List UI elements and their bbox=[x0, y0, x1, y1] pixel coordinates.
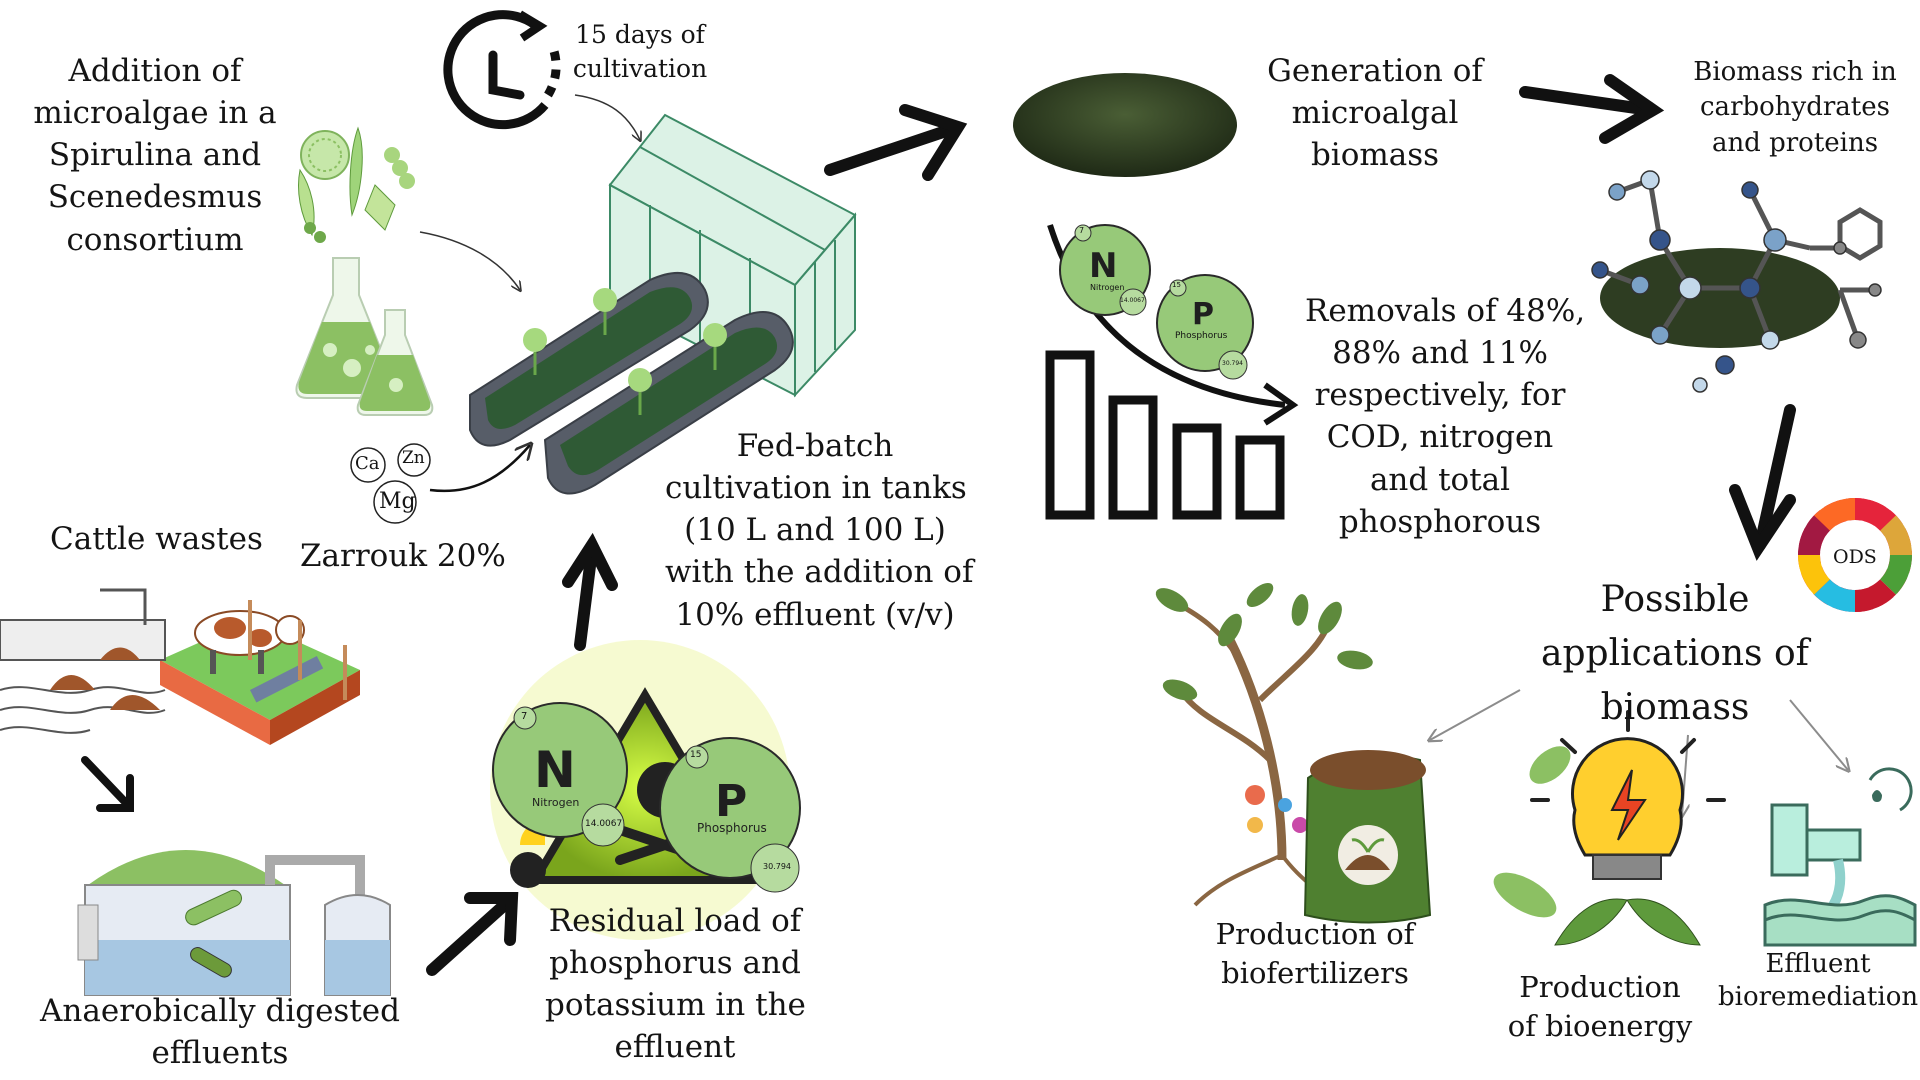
mineral-ca: Ca bbox=[355, 453, 380, 474]
plant-tree-icon bbox=[1155, 583, 1373, 907]
raceway-tank-icon bbox=[469, 272, 794, 495]
microalgae-icon bbox=[298, 126, 415, 243]
n-big-symbol: N bbox=[534, 741, 576, 799]
ods-label: ODS bbox=[1833, 546, 1877, 568]
arrow-to-rich bbox=[1519, 74, 1665, 144]
clock-arrow bbox=[574, 94, 640, 140]
arrow-to-residual bbox=[426, 892, 519, 976]
n-small-name: Nitrogen bbox=[1090, 283, 1125, 292]
fertilizer-bag-icon bbox=[1303, 750, 1432, 924]
biomass-pile-icon bbox=[1013, 73, 1237, 177]
element-nitrogen-small bbox=[1059, 224, 1151, 316]
arrow-to-bioremed bbox=[1789, 699, 1848, 770]
n-big-mass: 14.0067 bbox=[585, 819, 623, 829]
mineral-mg: Mg bbox=[379, 489, 416, 514]
flask-small-icon bbox=[356, 309, 434, 416]
mineral-circles bbox=[350, 443, 431, 524]
element-phosphorus-big bbox=[659, 737, 801, 893]
n-big-number: 7 bbox=[521, 711, 528, 722]
manure-icon bbox=[0, 588, 166, 734]
biodigester-icon bbox=[77, 850, 391, 996]
element-phosphorus-small bbox=[1156, 274, 1254, 380]
arrow-up-to-tanks bbox=[562, 532, 618, 651]
molecule-icon bbox=[1591, 170, 1883, 393]
p-small-mass: 30.794 bbox=[1222, 360, 1243, 367]
clock-icon bbox=[443, 10, 561, 130]
label-zarrouk: Zarrouk 20% bbox=[300, 538, 506, 574]
flask-arrow bbox=[419, 231, 520, 290]
n-small-mass: 14.0067 bbox=[1120, 297, 1145, 304]
mineral-arrow bbox=[429, 445, 530, 493]
p-small-symbol: P bbox=[1192, 297, 1214, 332]
n-small-number: 7 bbox=[1079, 226, 1085, 235]
label-removals: Removals of 48%,88% and 11%respectively,… bbox=[1305, 293, 1586, 540]
arrow-to-digester bbox=[81, 756, 134, 812]
bar-chart-icon bbox=[1045, 350, 1285, 520]
effluent-pipe-icon bbox=[1763, 767, 1917, 947]
p-small-name: Phosphorus bbox=[1175, 331, 1228, 341]
n-big-name: Nitrogen bbox=[532, 796, 580, 809]
p-big-mass: 30.794 bbox=[763, 862, 791, 871]
lightbulb-icon bbox=[1493, 710, 1726, 946]
p-big-name: Phosphorus bbox=[697, 821, 767, 835]
arrow-to-biomass bbox=[824, 104, 968, 181]
arrow-to-biofert bbox=[1430, 689, 1521, 740]
p-big-number: 15 bbox=[690, 750, 702, 760]
p-big-symbol: P bbox=[715, 776, 748, 827]
mineral-zn: Zn bbox=[402, 448, 425, 468]
label-cattle: Cattle wastes bbox=[50, 521, 263, 557]
ods-wheel-icon bbox=[1798, 498, 1912, 612]
cow-farm-icon bbox=[160, 600, 360, 745]
element-nitrogen-big bbox=[492, 702, 628, 847]
n-small-symbol: N bbox=[1089, 246, 1118, 286]
p-small-number: 15 bbox=[1172, 281, 1181, 289]
arrow-to-applications bbox=[1729, 404, 1796, 561]
